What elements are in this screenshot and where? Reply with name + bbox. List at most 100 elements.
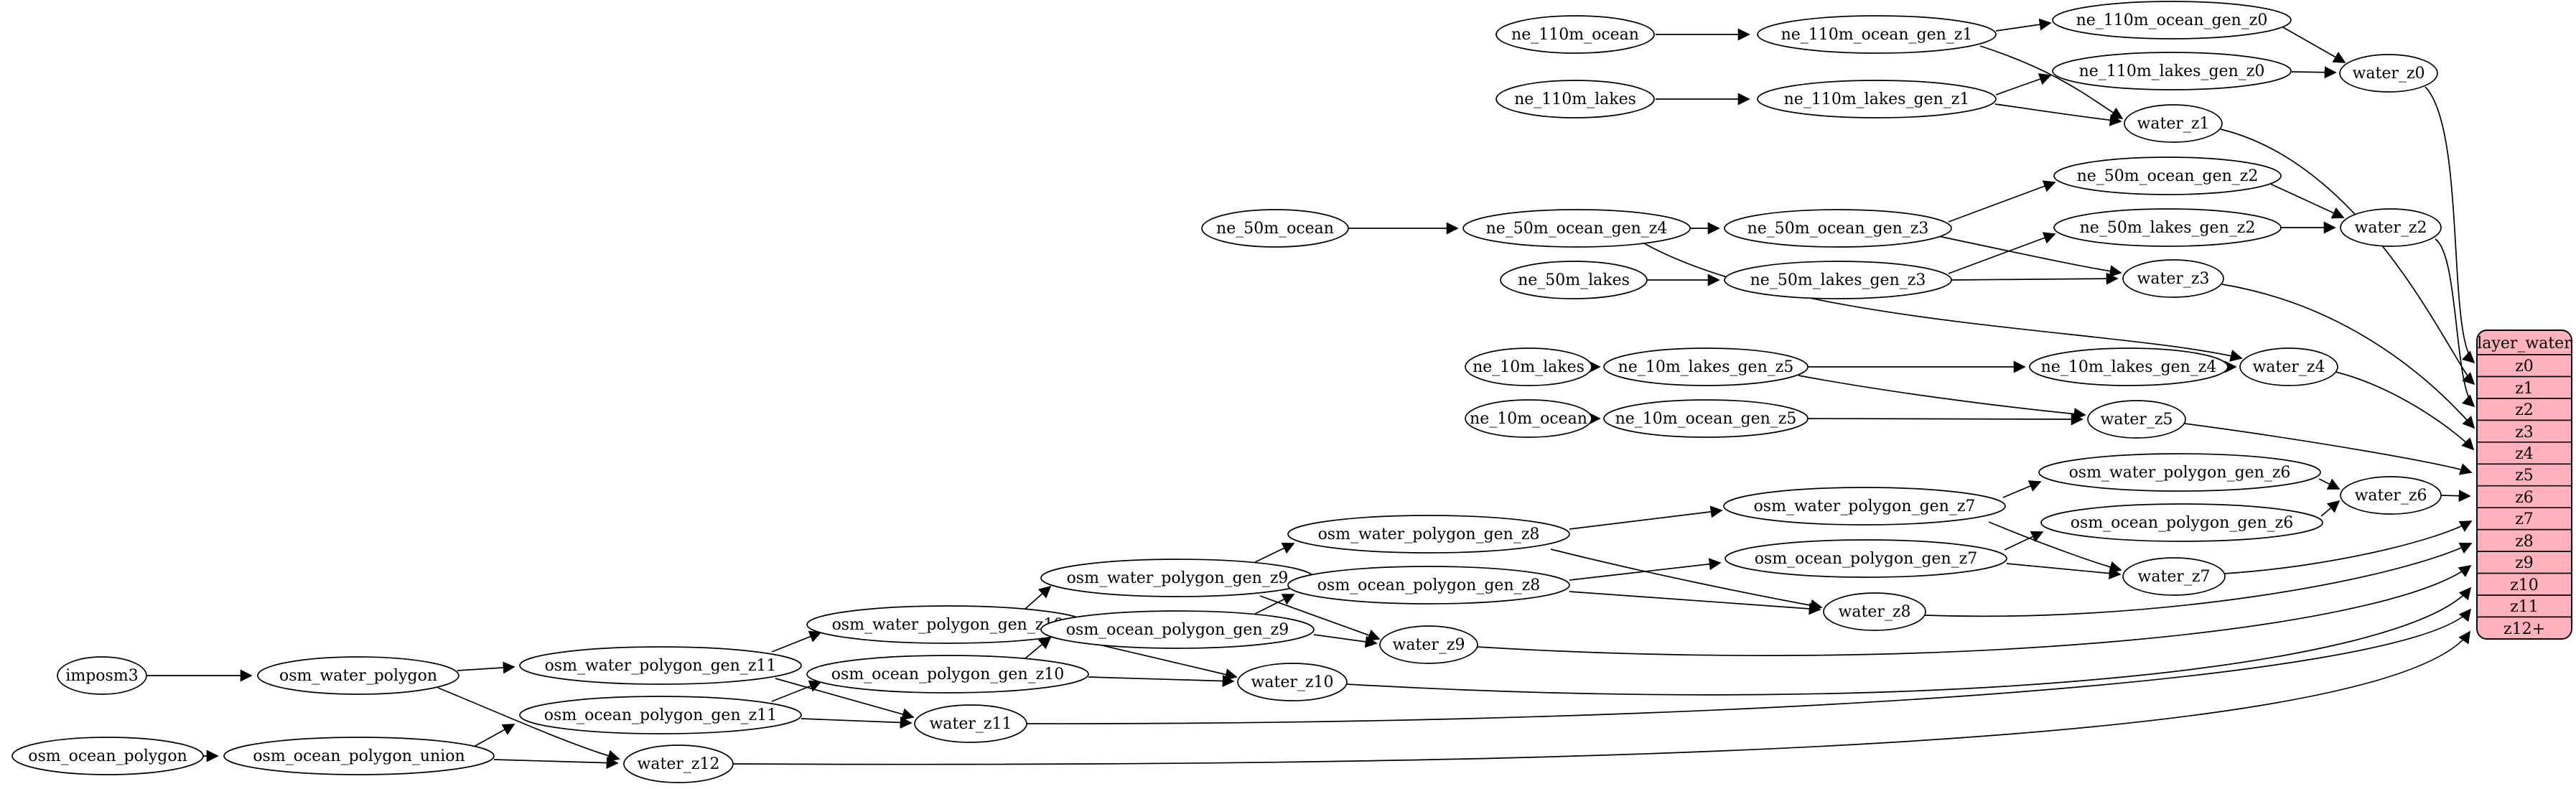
edge-ne_110m_lakes_gen_z1-ne_110m_lakes_gen_z0 xyxy=(1995,73,2052,95)
node-ne_10m_lakes_gen_z5: ne_10m_lakes_gen_z5 xyxy=(1603,347,1809,386)
edge-osm_ocean_polygon_gen_z7-osm_ocean_polygon_gen_z6 xyxy=(2004,531,2044,551)
table-row-z8: z8 xyxy=(2515,533,2534,551)
node-water_z5: water_z5 xyxy=(2087,400,2186,439)
table-row-z6: z6 xyxy=(2515,489,2534,507)
ne_110m_ocean-label: ne_110m_ocean xyxy=(1511,26,1639,44)
edge-osm_water_polygon_gen_z10-osm_water_polygon_gen_z9 xyxy=(1025,585,1052,610)
edge-osm_water_polygon_gen_z9-osm_water_polygon_gen_z8 xyxy=(1254,542,1295,563)
edge-osm_ocean_polygon_gen_z8-water_z8 xyxy=(1569,591,1821,615)
edge-osm_water_polygon_gen_z8-osm_water_polygon_gen_z7 xyxy=(1569,505,1723,530)
node-ne_50m_lakes_gen_z2: ne_50m_lakes_gen_z2 xyxy=(2053,208,2282,247)
osm_ocean_polygon_gen_z9-label: osm_ocean_polygon_gen_z9 xyxy=(1066,621,1289,639)
water_z12-shape xyxy=(623,744,734,783)
edge-water_z8-z8 xyxy=(1924,542,2473,617)
table-row-z11: z11 xyxy=(2510,598,2539,616)
water_z10-label: water_z10 xyxy=(1251,673,1334,691)
node-ne_110m_ocean_gen_z0: ne_110m_ocean_gen_z0 xyxy=(2052,1,2292,39)
ne_10m_lakes_gen_z5-label: ne_10m_lakes_gen_z5 xyxy=(1618,358,1794,376)
edge-osm_ocean_polygon_union-osm_ocean_polygon_gen_z11 xyxy=(473,724,515,747)
node-osm_ocean_polygon_gen_z9: osm_ocean_polygon_gen_z9 xyxy=(1040,610,1315,649)
edge-osm_ocean_polygon_gen_z9-osm_ocean_polygon_gen_z8 xyxy=(1254,594,1295,615)
node-ne_50m_lakes: ne_50m_lakes xyxy=(1500,261,1648,299)
ne_110m_ocean_gen_z1-label: ne_110m_ocean_gen_z1 xyxy=(1781,26,1973,44)
water_z12-label: water_z12 xyxy=(638,755,720,773)
osm_water_polygon-label: osm_water_polygon xyxy=(279,667,437,685)
node-water_z12: water_z12 xyxy=(623,744,734,783)
node-water_z11: water_z11 xyxy=(914,704,1027,743)
edge-osm_water_polygon_gen_z8-water_z8 xyxy=(1550,548,1823,612)
water_z7-label: water_z7 xyxy=(2138,568,2211,586)
node-ne_10m_ocean_gen_z5: ne_10m_ocean_gen_z5 xyxy=(1603,399,1809,438)
node-water_z1: water_z1 xyxy=(2124,104,2223,143)
ne_50m_lakes_gen_z3-shape xyxy=(1724,261,1952,299)
node-osm_water_polygon_gen_z6: osm_water_polygon_gen_z6 xyxy=(2038,453,2321,492)
table-row-z9: z9 xyxy=(2515,554,2534,572)
ne_110m_lakes_gen_z1-label: ne_110m_lakes_gen_z1 xyxy=(1784,90,1970,108)
node-ne_110m_ocean_gen_z1: ne_110m_ocean_gen_z1 xyxy=(1757,15,1997,54)
node-water_z10: water_z10 xyxy=(1237,663,1348,701)
edge-water_z11-z11 xyxy=(1025,608,2472,724)
layer-water-table-title: layer_water xyxy=(2477,335,2572,353)
edge-water_z3-z3 xyxy=(2221,284,2475,429)
ne_10m_ocean_gen_z5-shape xyxy=(1603,399,1809,438)
node-ne_50m_ocean_gen_z3: ne_50m_ocean_gen_z3 xyxy=(1724,209,1952,248)
ne_50m_ocean_gen_z4-shape xyxy=(1462,209,1691,248)
osm_ocean_polygon_gen_z8-shape xyxy=(1287,566,1570,604)
edge-ne_10m_lakes_gen_z5-water_z5 xyxy=(1798,375,2086,421)
edge-ne_50m_ocean_gen_z3-water_z3 xyxy=(1938,235,2122,278)
edge-osm_ocean_polygon_gen_z8-osm_ocean_polygon_gen_z7 xyxy=(1569,558,1722,581)
ne_50m_ocean_gen_z2-label: ne_50m_ocean_gen_z2 xyxy=(2077,167,2259,185)
ne_10m_ocean-label: ne_10m_ocean xyxy=(1470,410,1587,428)
node-ne_110m_ocean: ne_110m_ocean xyxy=(1495,15,1655,54)
ne_10m_lakes_gen_z5-shape xyxy=(1603,347,1809,386)
edge-osm_water_polygon-osm_water_polygon_gen_z11 xyxy=(457,661,515,674)
water_z4-label: water_z4 xyxy=(2253,358,2325,376)
osm_ocean_polygon_gen_z9-shape xyxy=(1040,610,1315,649)
node-ne_10m_lakes_gen_z4: ne_10m_lakes_gen_z4 xyxy=(2029,347,2229,386)
edge-osm_ocean_polygon_gen_z11-water_z11 xyxy=(801,716,913,729)
node-water_z6: water_z6 xyxy=(2340,476,2442,515)
osm_water_polygon-shape xyxy=(257,656,459,695)
osm_water_polygon_gen_z6-label: osm_water_polygon_gen_z6 xyxy=(2069,464,2291,482)
edge-osm_ocean_polygon_gen_z11-osm_ocean_polygon_gen_z10 xyxy=(771,680,822,702)
water_z10-shape xyxy=(1237,663,1348,701)
water_z2-shape xyxy=(2340,208,2442,247)
table-row-z4: z4 xyxy=(2515,445,2534,463)
edge-osm_water_polygon_gen_z11-water_z11 xyxy=(775,678,915,721)
edge-water_z7-z7 xyxy=(2223,520,2473,574)
node-osm_ocean_polygon_gen_z6: osm_ocean_polygon_gen_z6 xyxy=(2040,503,2323,542)
osm_ocean_polygon_gen_z7-shape xyxy=(1725,539,2007,578)
edge-ne_110m_lakes_gen_z0-water_z0 xyxy=(2291,66,2337,79)
edge-water_z6-z6 xyxy=(2440,490,2471,503)
edge-osm_ocean_polygon_gen_z9-water_z9 xyxy=(1313,634,1378,648)
table-row-z3: z3 xyxy=(2515,424,2534,442)
osm_water_polygon_gen_z8-label: osm_water_polygon_gen_z8 xyxy=(1318,526,1540,543)
ne_50m_ocean_gen_z2-shape xyxy=(2053,157,2282,195)
node-osm_water_polygon_gen_z10: osm_water_polygon_gen_z10 xyxy=(806,605,1089,644)
node-osm_ocean_polygon_gen_z8: osm_ocean_polygon_gen_z8 xyxy=(1287,566,1570,604)
node-osm_water_polygon_gen_z9: osm_water_polygon_gen_z9 xyxy=(1040,559,1315,597)
node-osm_water_polygon_gen_z7: osm_water_polygon_gen_z7 xyxy=(1723,487,2006,526)
node-water_z7: water_z7 xyxy=(2122,557,2226,596)
ne_50m_lakes-label: ne_50m_lakes xyxy=(1518,271,1630,289)
ne_50m_lakes_gen_z2-label: ne_50m_lakes_gen_z2 xyxy=(2080,219,2256,237)
ne_110m_lakes_gen_z0-shape xyxy=(2052,52,2292,90)
node-ne_50m_ocean_gen_z4: ne_50m_ocean_gen_z4 xyxy=(1462,209,1691,248)
water_z6-shape xyxy=(2340,476,2442,515)
edge-ne_50m_ocean_gen_z4-water_z4 xyxy=(1643,243,2243,362)
ne_110m_lakes-shape xyxy=(1495,80,1655,118)
water_z5-shape xyxy=(2087,400,2186,439)
osm_ocean_polygon_gen_z10-label: osm_ocean_polygon_gen_z10 xyxy=(831,666,1064,683)
ne_50m_ocean_gen_z3-shape xyxy=(1724,209,1952,248)
ne_10m_lakes_gen_z4-shape xyxy=(2029,347,2229,386)
edge-osm_water_polygon_gen_z7-water_z7 xyxy=(1988,521,2122,574)
osm_water_polygon_gen_z11-shape xyxy=(519,646,802,685)
ne_50m_ocean_gen_z3-label: ne_50m_ocean_gen_z3 xyxy=(1747,220,1929,238)
ne_110m_ocean_gen_z1-shape xyxy=(1757,15,1997,54)
node-ne_110m_lakes_gen_z1: ne_110m_lakes_gen_z1 xyxy=(1757,80,1997,118)
edge-osm_ocean_polygon_gen_z6-water_z6 xyxy=(2320,500,2341,517)
ne_50m_lakes-shape xyxy=(1500,261,1648,299)
ne_110m_ocean-shape xyxy=(1495,15,1655,54)
water_z11-shape xyxy=(914,704,1027,743)
